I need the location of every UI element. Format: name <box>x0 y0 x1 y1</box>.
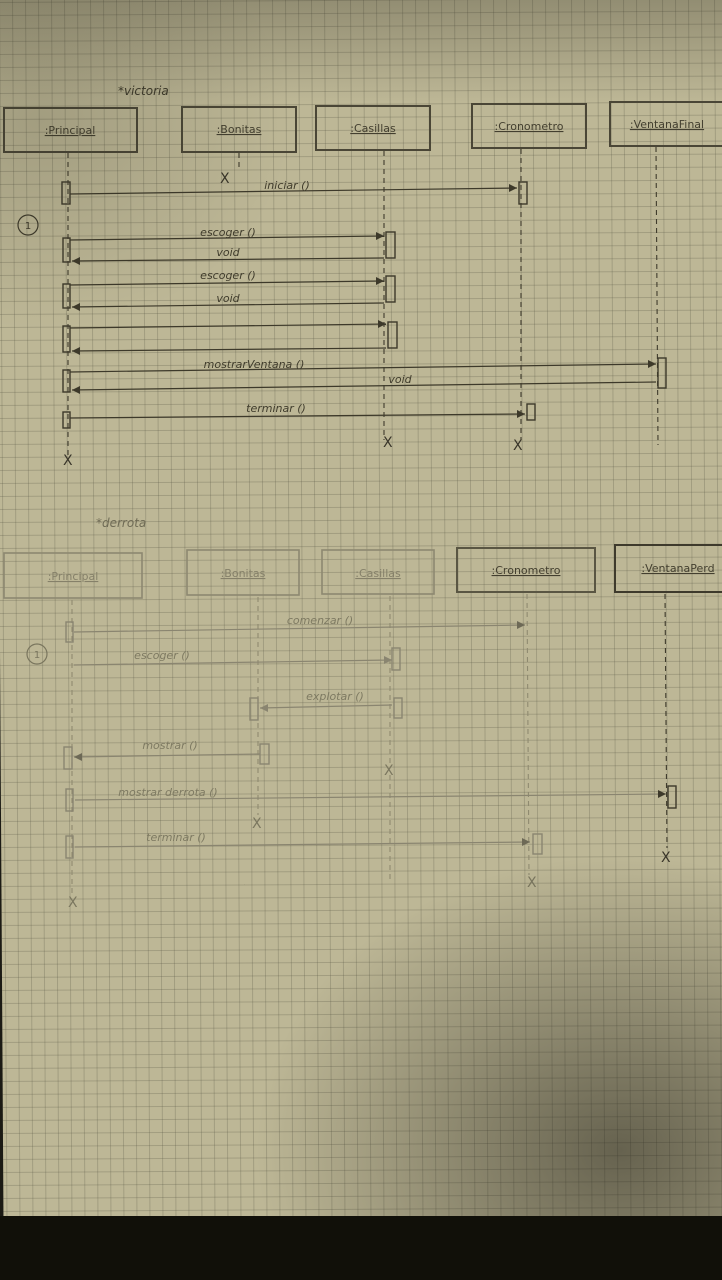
activation-bar <box>526 403 536 421</box>
lifeline-ventana-final <box>655 146 659 446</box>
activation-bar <box>393 697 403 719</box>
object-casillas: :Casillas <box>315 105 431 151</box>
message-return-void: void <box>71 292 385 311</box>
object-label: :Bonitas <box>221 567 266 580</box>
activation-bar <box>63 746 73 770</box>
activation-bar <box>391 647 401 671</box>
object-label: :Principal <box>48 570 99 583</box>
activation-bar <box>385 231 396 259</box>
message-terminar: terminar () <box>74 831 531 848</box>
diagram-derrota: *derrota :Principal :Bonitas :Casillas :… <box>3 516 722 911</box>
object-label: :Casillas <box>355 567 401 580</box>
activation-bar <box>62 237 71 263</box>
diagram-title: *victoria <box>118 84 169 98</box>
svg-text:void: void <box>216 246 240 259</box>
activation-bar <box>259 743 270 765</box>
object-label: :Cronometro <box>492 564 561 577</box>
svg-text:mostrarVentana (): mostrarVentana () <box>204 358 305 371</box>
object-bonitas: :Bonitas <box>186 549 300 596</box>
message-call <box>69 320 387 329</box>
activation-bar <box>387 321 398 349</box>
diagram-victoria: *victoria :Principal :Bonitas :Casillas … <box>3 84 722 469</box>
object-principal: :Principal <box>3 552 143 599</box>
object-label: :Casillas <box>350 122 396 135</box>
object-cronometro: :Cronometro <box>471 103 587 149</box>
activation-bar <box>62 325 71 353</box>
destroy-mark: X <box>252 816 262 832</box>
destroy-mark: X <box>384 763 394 779</box>
message-return-void: void <box>71 246 385 265</box>
object-label: :Cronometro <box>495 120 564 133</box>
svg-text:iniciar (): iniciar () <box>264 179 310 192</box>
destroy-mark: X <box>63 453 73 469</box>
message-mostrar-ventana: mostrarVentana () <box>69 358 657 373</box>
message-comenzar: comenzar () <box>73 614 526 633</box>
activation-bar <box>657 357 667 389</box>
activation-bar <box>518 181 528 205</box>
table-edge <box>0 1216 722 1280</box>
activation-bar <box>62 411 71 429</box>
activation-bar <box>249 697 259 721</box>
svg-text:mostrar derrota (): mostrar derrota () <box>118 786 217 799</box>
object-casillas: :Casillas <box>321 549 435 595</box>
destroy-mark: X <box>513 438 523 454</box>
message-escoger: escoger () <box>69 269 385 286</box>
message-iniciar: iniciar () <box>69 179 518 195</box>
svg-text:explotar (): explotar () <box>306 690 364 703</box>
destroy-mark: X <box>527 875 537 891</box>
svg-text:void: void <box>388 373 412 386</box>
object-label: :Principal <box>45 124 96 137</box>
message-escoger: escoger () <box>73 649 393 666</box>
activation-bar <box>532 833 543 855</box>
lifeline-ventana-perd <box>664 593 668 849</box>
object-cronometro: :Cronometro <box>456 547 596 593</box>
object-label: :VentanaPerd <box>641 562 714 575</box>
message-return-void: void <box>71 373 657 394</box>
message-return <box>71 347 387 355</box>
step-number-badge: 1 <box>17 214 39 236</box>
destroy-mark: X <box>68 895 78 911</box>
object-bonitas: :Bonitas <box>181 106 297 153</box>
svg-text:mostrar (): mostrar () <box>142 739 197 752</box>
svg-text:comenzar (): comenzar () <box>287 614 353 627</box>
activation-bar <box>385 275 396 303</box>
destroy-mark: X <box>220 171 230 187</box>
object-ventana-perd: :VentanaPerd <box>614 544 722 593</box>
diagram-title: *derrota <box>96 516 146 530</box>
svg-text:escoger (): escoger () <box>200 226 256 239</box>
message-mostrar: mostrar () <box>73 739 261 761</box>
step-number-badge: 1 <box>26 643 48 665</box>
message-terminar: terminar () <box>69 402 526 419</box>
message-mostrar-derrota: mostrar derrota () <box>74 786 667 801</box>
message-escoger: escoger () <box>69 226 385 241</box>
svg-text:escoger (): escoger () <box>134 649 190 662</box>
message-explotar: explotar () <box>259 690 393 712</box>
svg-text:void: void <box>216 292 240 305</box>
activation-bar <box>667 785 677 809</box>
svg-text:1: 1 <box>25 221 31 232</box>
svg-text:escoger (): escoger () <box>200 269 256 282</box>
activation-bar <box>62 283 71 309</box>
destroy-mark: X <box>383 435 393 451</box>
object-label: :Bonitas <box>217 123 262 136</box>
svg-text:terminar (): terminar () <box>246 402 306 415</box>
object-ventana-final: :VentanaFinal <box>609 101 722 147</box>
activation-bar <box>62 369 71 393</box>
object-label: :VentanaFinal <box>630 118 704 131</box>
destroy-mark: X <box>661 850 671 866</box>
activation-bar <box>61 181 71 205</box>
object-principal: :Principal <box>3 107 138 153</box>
lifeline-cronometro <box>526 593 530 876</box>
svg-text:terminar (): terminar () <box>146 831 206 844</box>
svg-text:1: 1 <box>34 650 40 661</box>
